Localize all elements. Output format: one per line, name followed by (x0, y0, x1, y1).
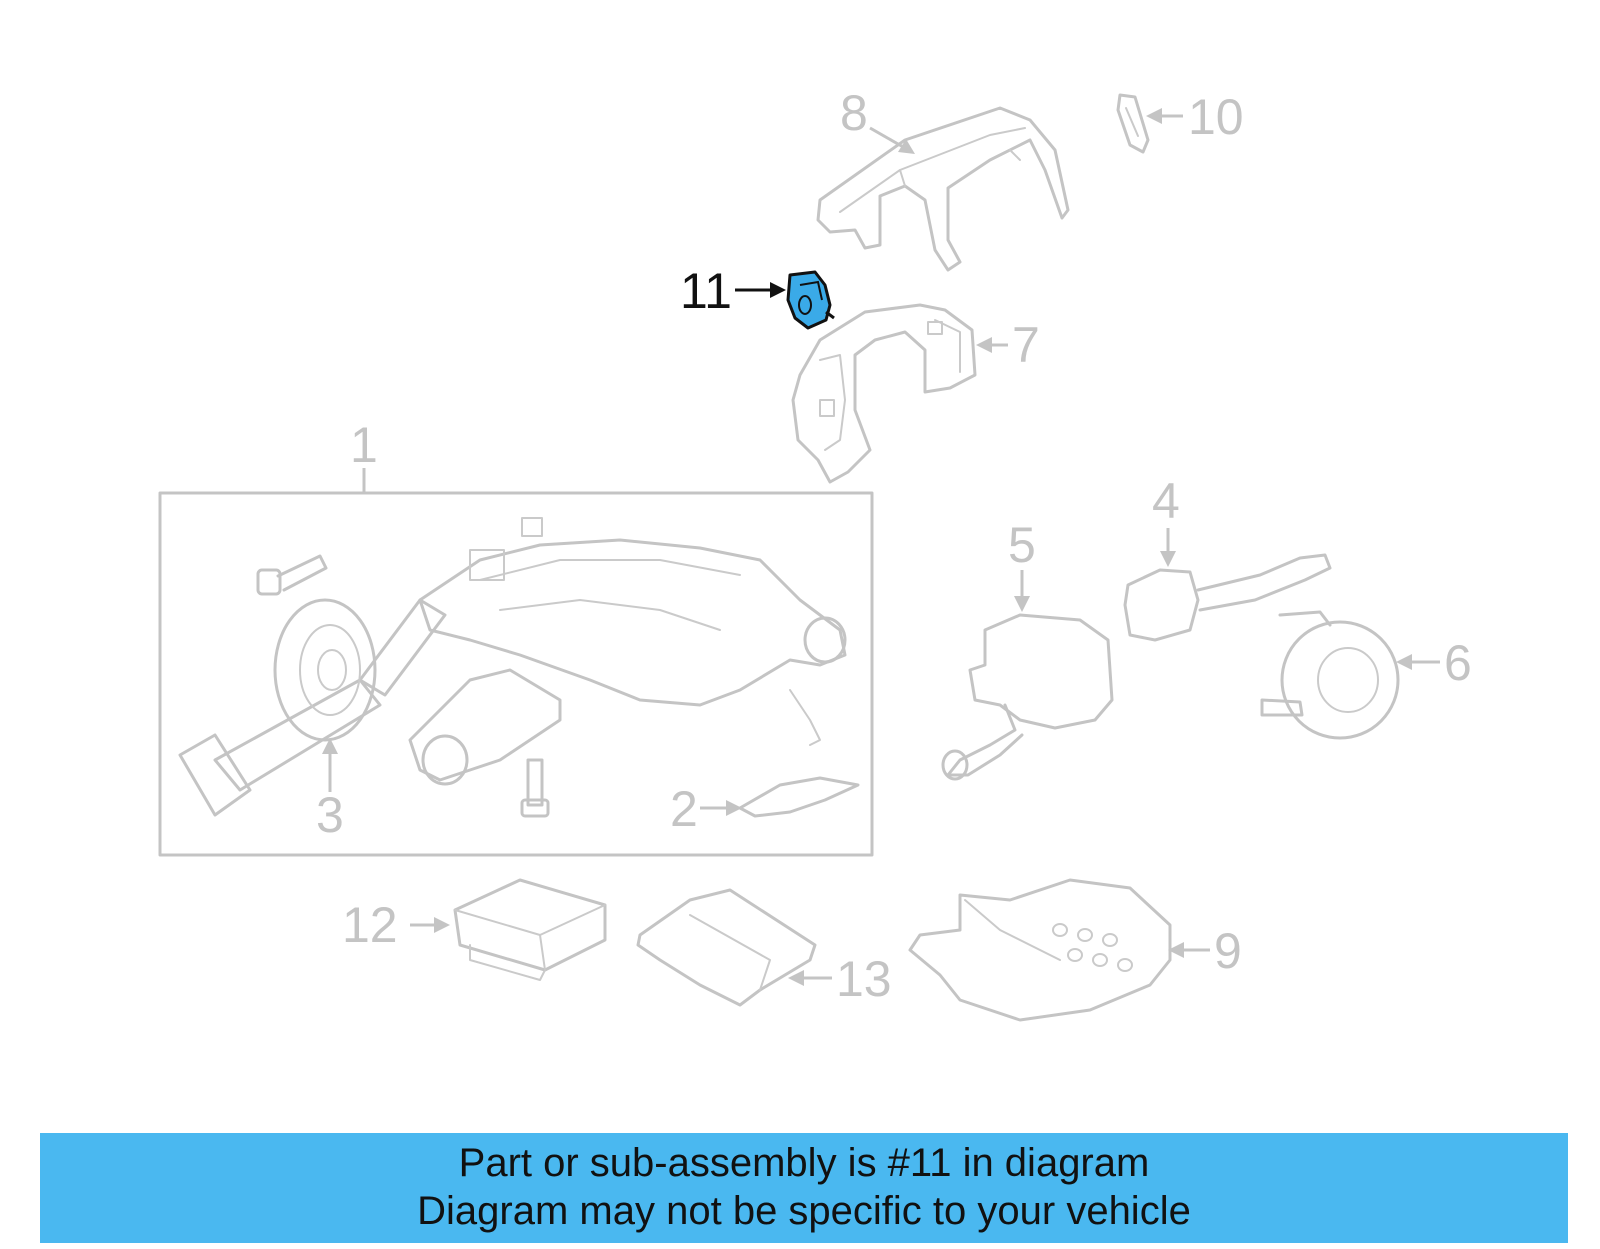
part-1-steering-column[interactable] (178, 517, 847, 817)
callout-7: 7 (1012, 317, 1040, 373)
part-8-upper-cover[interactable] (816, 106, 1070, 272)
part-9-lower-panel[interactable] (908, 878, 1210, 1022)
callout-11-highlighted: 11 (680, 263, 732, 319)
part-lock-housing[interactable] (408, 668, 562, 786)
part-6-spiral-cable[interactable] (1260, 610, 1440, 740)
part-2-cover-plate[interactable] (700, 776, 860, 818)
part-10-clip[interactable] (1116, 93, 1150, 154)
part-3-clock-spring[interactable] (273, 598, 377, 792)
part-bolt-upper[interactable] (256, 554, 328, 596)
callout-4: 4 (1152, 473, 1180, 529)
part-12-control-module[interactable] (410, 878, 607, 981)
callout-1: 1 (350, 417, 378, 473)
callout-13: 13 (836, 951, 892, 1007)
callout-5: 5 (1008, 517, 1036, 573)
callout-12: 12 (342, 897, 398, 953)
callout-3: 3 (316, 787, 344, 843)
callout-8: 8 (840, 85, 868, 141)
callout-9: 9 (1214, 923, 1242, 979)
part-13-bracket[interactable] (636, 888, 832, 1007)
callout-2: 2 (670, 781, 698, 837)
banner-line-part-number: Part or sub-assembly is #11 in diagram (458, 1141, 1150, 1185)
part-5-combination-switch[interactable] (941, 570, 1114, 781)
part-7-lower-cover[interactable] (791, 303, 977, 484)
banner-line-disclaimer: Diagram may not be specific to your vehi… (417, 1189, 1191, 1233)
part-11-switch-highlighted[interactable] (786, 270, 835, 330)
callout-6: 6 (1444, 635, 1472, 691)
info-banner: Part or sub-assembly is #11 in diagram D… (40, 1133, 1568, 1243)
part-4-turn-switch[interactable] (1123, 528, 1332, 642)
part-bolt-lower[interactable] (520, 758, 550, 818)
callout-leaders (735, 108, 1183, 353)
callout-10: 10 (1188, 89, 1244, 145)
part-1-assembly-frame (158, 468, 874, 857)
